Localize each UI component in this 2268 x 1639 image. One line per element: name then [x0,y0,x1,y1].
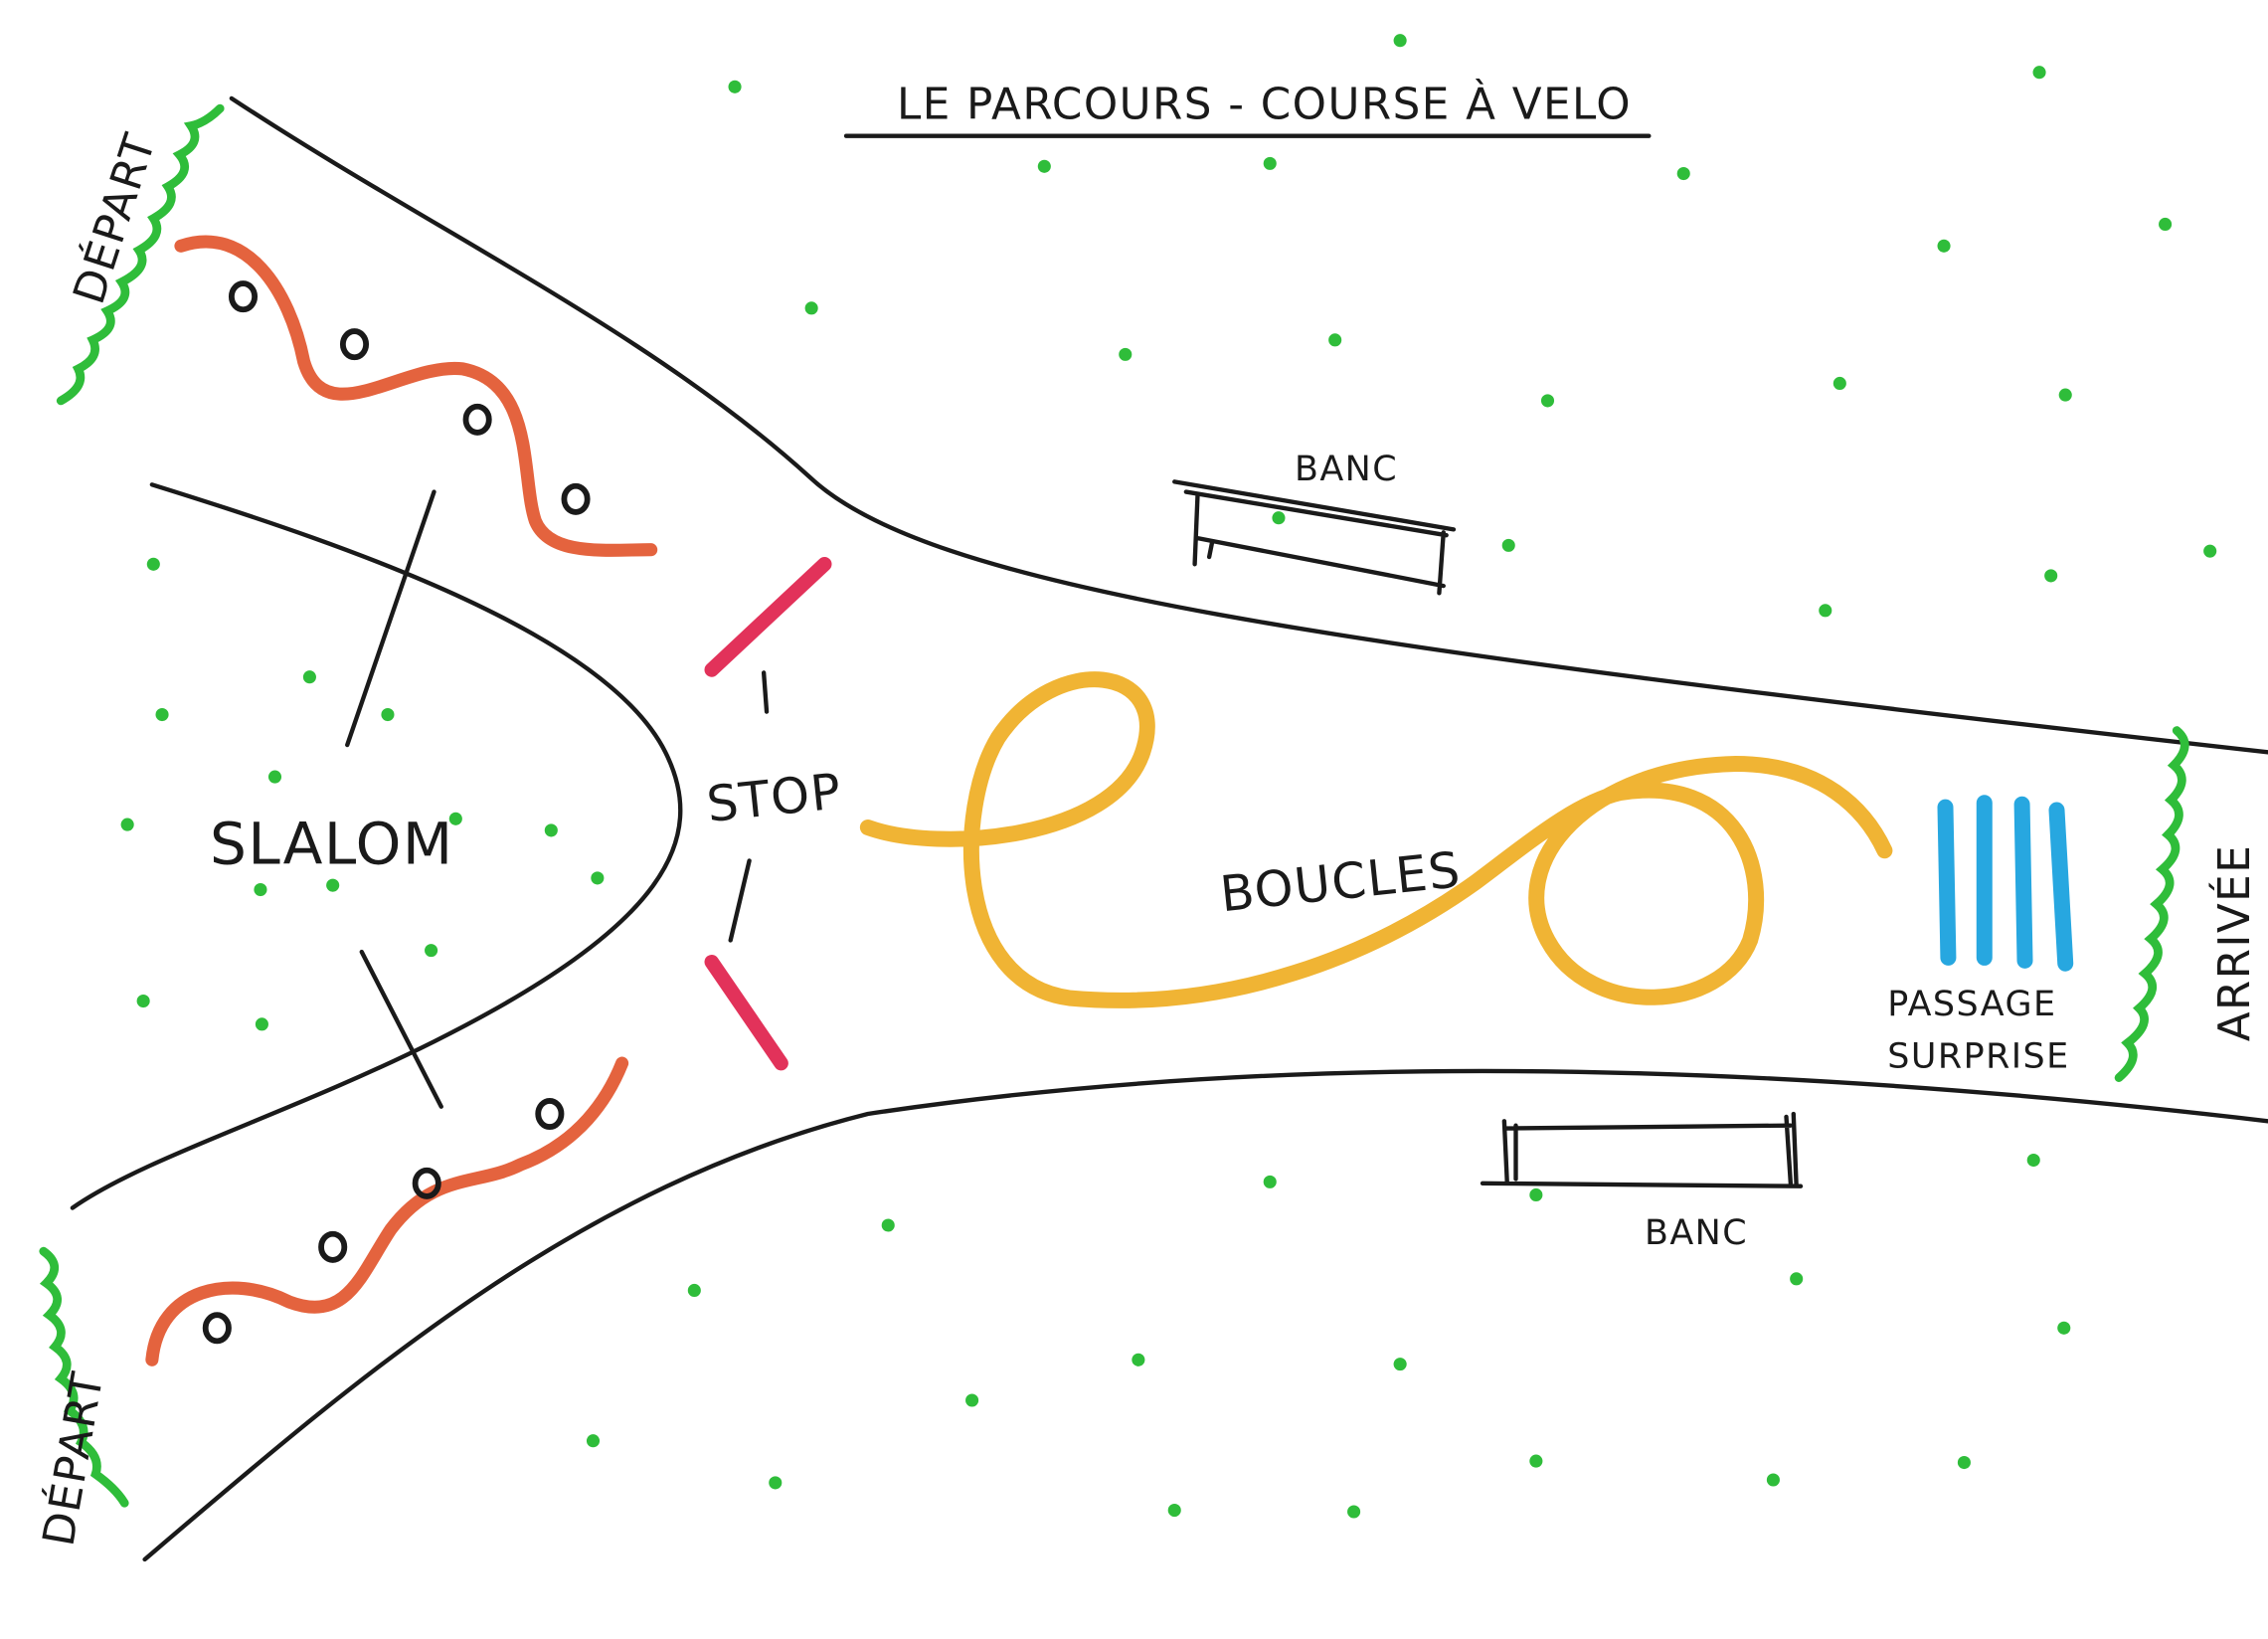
cone-icon [318,1230,348,1263]
grass-dot [2058,388,2072,402]
grass-dot [881,1218,895,1232]
grass-dot [804,301,818,315]
grass-dot [326,878,340,892]
grass-dot [2203,544,2217,558]
grass-dot [586,1434,601,1448]
surprise-bar [1937,799,1957,966]
surprise-bar [2048,802,2074,972]
grass-dot [267,770,282,784]
grass-dot [1347,1505,1361,1519]
stop-mark-top [761,670,770,714]
stop-mark-bottom [728,858,752,943]
surprise-bar [2013,796,2033,969]
cone-icon [412,1167,441,1199]
label-stop: STOP [704,762,844,833]
grass-dot [2032,66,2046,80]
slalom-cones [202,280,591,1345]
grass-dot [1037,159,1051,173]
label-banc-bottom: BANC [1645,1213,1748,1253]
grass-dot [1393,1358,1407,1371]
grass-dot [1263,156,1277,170]
grass-dot [155,708,169,722]
grass-dot [1119,347,1133,361]
grass-dot [1501,538,1515,552]
grass-dot [1328,333,1342,347]
cone-icon [339,328,370,361]
cone-icon [202,1312,232,1345]
slalom-line-top [345,489,436,748]
grass-dot [1819,604,1832,618]
cone-icon [561,482,591,515]
grass-dot [769,1476,783,1490]
grass-dot [1263,1175,1277,1188]
grass-dot [1272,511,1286,525]
grass-dot [1132,1353,1145,1366]
grass-dot [2159,217,2173,231]
grass-dot [146,557,160,571]
grass-dot [1529,1454,1543,1468]
grass-dot [255,1017,268,1031]
label-passage: PASSAGE [1887,985,2056,1024]
grass-dot [1393,34,1407,48]
grass-dot [2057,1321,2071,1335]
grass-dot [302,670,316,684]
label-arrivee: ARRIVÉE [2207,844,2260,1042]
grass-dot [1790,1272,1804,1286]
grass-dot [965,1393,979,1407]
grass-dot [1529,1187,1543,1201]
grass-dot [136,995,150,1008]
grass-dots [120,34,2217,1519]
slalom-path-bottom [145,1056,629,1366]
grass-dot [1540,394,1555,408]
grass-dot [1957,1456,1971,1470]
grass-dot [687,1283,701,1297]
slalom-line-bottom [359,949,443,1109]
grass-dot [1832,376,1846,390]
finish-line [2114,726,2189,1082]
grass-dot [1167,1504,1181,1518]
grass-dot [120,818,134,831]
grass-dot [254,883,267,897]
slalom-path-top [174,235,658,557]
start-line-top [56,103,225,406]
start-line-bottom [39,1246,129,1508]
grass-dot [425,944,438,958]
grass-dot [728,80,742,93]
stop-barrier-bottom [704,955,788,1071]
label-banc-top: BANC [1295,450,1398,489]
stop-barrier-top [704,557,832,677]
bench-bottom [1480,1111,1804,1188]
bench-top [1172,479,1457,596]
grass-dot [1937,239,1951,253]
road-bottom-edge [142,1068,2268,1562]
grass-dot [2044,569,2058,583]
title: LE PARCOURS - COURSE À VELO [897,77,1632,129]
cone-icon [228,280,259,313]
label-surprise: SURPRISE [1887,1036,2069,1076]
loops-path [859,671,1893,1008]
road-top-edge [229,95,2268,755]
grass-dot [1676,167,1690,181]
grass-dot [381,708,395,722]
grass-dot [2026,1154,2040,1168]
grass-dot [591,871,605,885]
road-inner-edge [70,482,683,1210]
cone-icon [462,403,492,436]
grass-dot [544,823,558,837]
cone-icon [535,1098,565,1130]
grass-dot [448,812,462,825]
grass-dot [1766,1473,1780,1487]
label-slalom: SLALOM [210,810,454,877]
